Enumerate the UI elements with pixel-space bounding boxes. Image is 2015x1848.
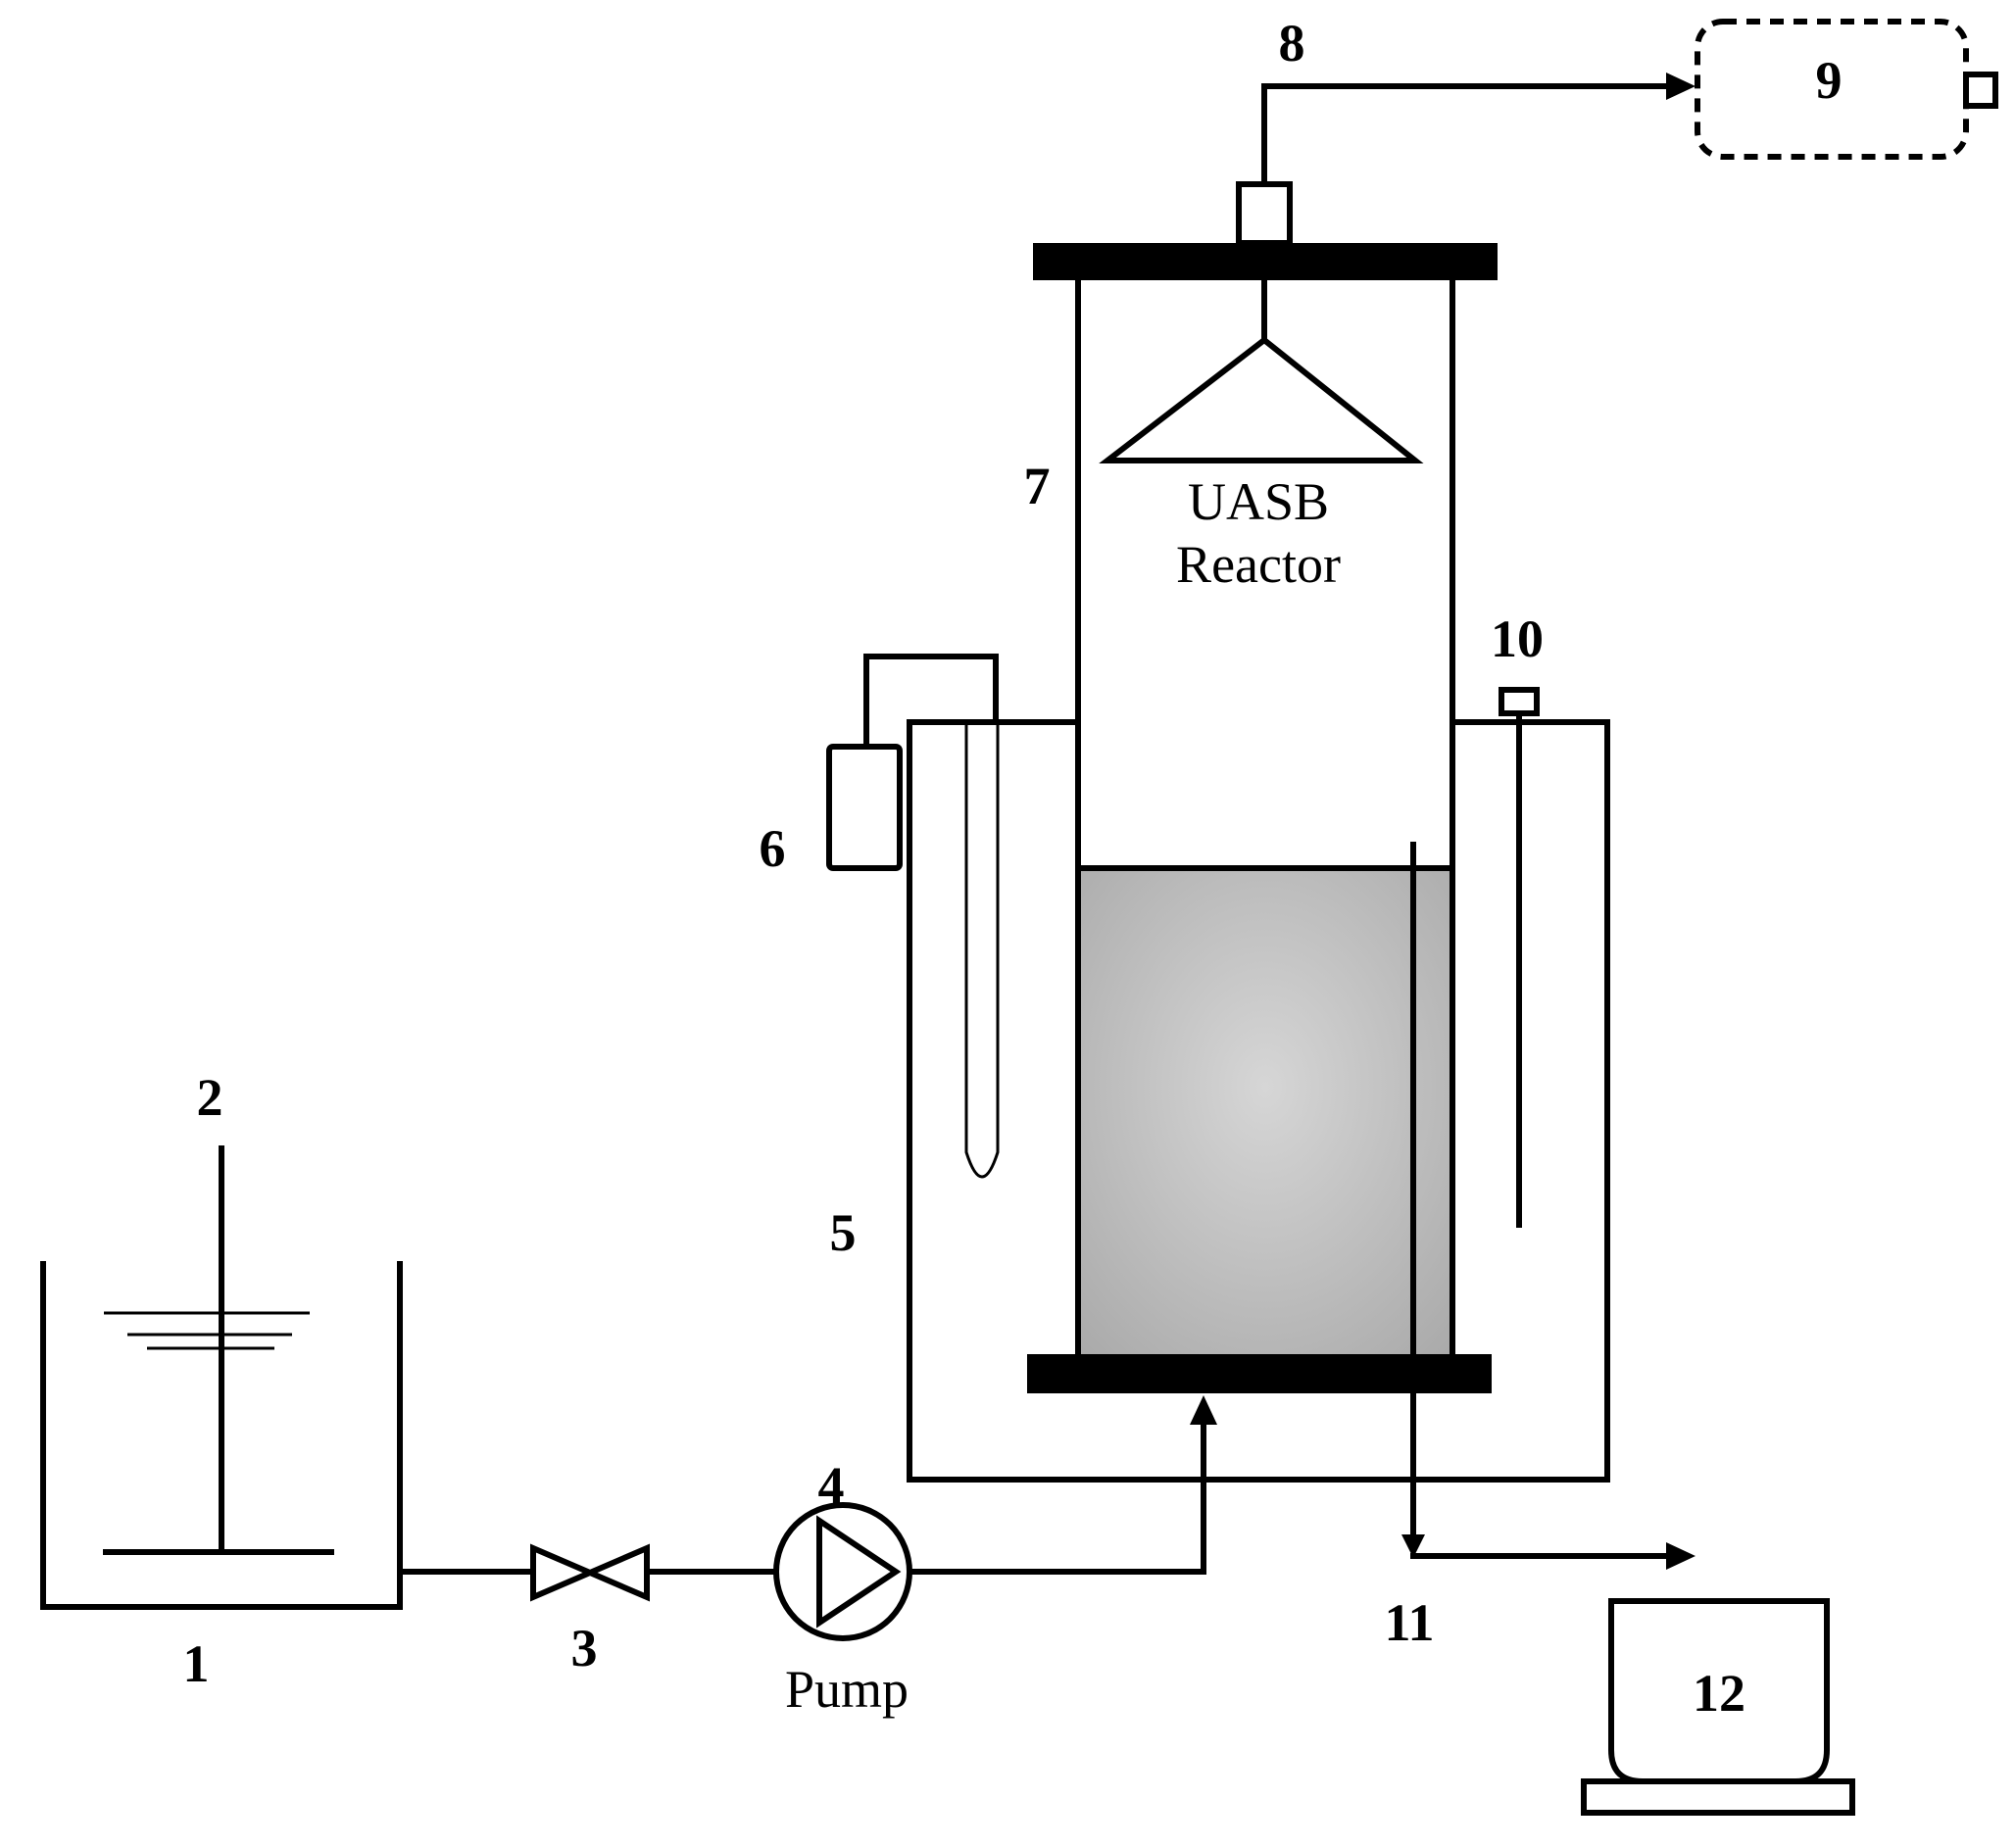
label-5: 5: [830, 1203, 857, 1262]
gas-separator: [1099, 277, 1424, 463]
water-bath: [907, 719, 1610, 1483]
label-7: 7: [1024, 457, 1051, 515]
pump-label: Pump: [785, 1660, 909, 1719]
label-12: 12: [1693, 1664, 1745, 1723]
label-3: 3: [571, 1619, 598, 1678]
heater: [826, 654, 1000, 1179]
pump: [773, 1502, 912, 1641]
label-10: 10: [1491, 609, 1544, 668]
reactor-label-line2: Reactor: [1176, 535, 1341, 594]
label-8: 8: [1279, 14, 1305, 73]
valve: [530, 1543, 650, 1602]
feed-pipe: [397, 1395, 1217, 1575]
sludge-bed: [1078, 868, 1452, 1354]
label-11: 11: [1384, 1593, 1434, 1652]
gas-outlet: [1236, 73, 1696, 246]
reactor-column: [1027, 243, 1498, 1393]
stirrer: [103, 1145, 334, 1555]
label-9: 9: [1816, 51, 1843, 110]
label-6: 6: [760, 819, 786, 878]
effluent-outlet: [1401, 842, 1696, 1570]
feed-tank: [40, 1261, 403, 1610]
thermometer: [1499, 687, 1540, 1228]
gas-meter: [1695, 19, 1998, 160]
label-1: 1: [183, 1634, 210, 1693]
label-4: 4: [818, 1456, 845, 1515]
effluent-vessel: [1581, 1598, 1855, 1816]
reactor-label-line1: UASB: [1188, 472, 1329, 531]
label-2: 2: [197, 1068, 223, 1127]
